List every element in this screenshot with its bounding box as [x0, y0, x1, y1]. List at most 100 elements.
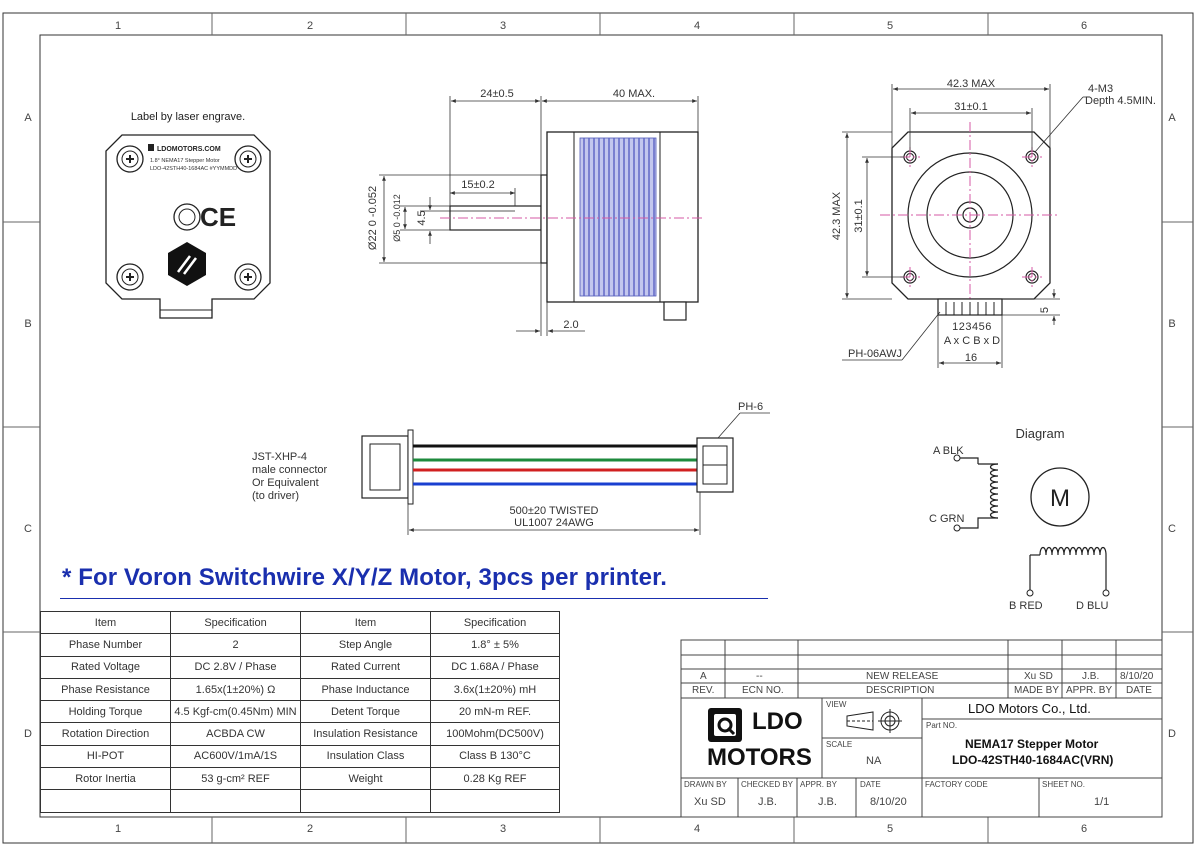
- screw-icon: [234, 145, 262, 173]
- spec-header-spec-2: Specification: [430, 610, 560, 635]
- table-row: Rated Voltage DC 2.8V / Phase Rated Curr…: [40, 655, 560, 679]
- appr-by-header: APPR. BY: [1066, 685, 1113, 696]
- dim-shaft-dia: Ø5 0 -0.012: [392, 194, 402, 242]
- table-cell: AC600V/1mA/1S: [170, 744, 301, 769]
- table-cell: Class B 130°C: [430, 744, 560, 769]
- table-row: HI-POT AC600V/1mA/1S Insulation Class Cl…: [40, 744, 560, 769]
- table-cell: [430, 789, 560, 813]
- table-cell: Phase Resistance: [40, 677, 171, 702]
- wire-label-d: D BLU: [1076, 600, 1108, 612]
- side-connector: [663, 301, 687, 321]
- cable-assembly: PH-6 JST-XHP-4 male connector Or Equival…: [252, 401, 770, 535]
- table-cell: Phase Inductance: [300, 677, 431, 702]
- ecn-header: ECN NO.: [742, 685, 784, 696]
- table-cell: 1.8° ± 5%: [430, 633, 560, 657]
- zone-col-6: 6: [1081, 20, 1087, 32]
- zone-labels: 1 2 3 4 5 6 1 2 3 4 5 6 A B C D A B C D: [24, 20, 1176, 835]
- table-cell: Rotation Direction: [40, 722, 171, 746]
- dim-connector-offset: 5: [1039, 307, 1051, 313]
- checked-by: J.B.: [758, 796, 777, 808]
- motor-front-view: 42.3 MAX 31±0.1 42.3 MAX 31±0.1 4-M3 Dep…: [831, 78, 1156, 368]
- zone-row-b-right: B: [1168, 318, 1175, 330]
- table-cell: Phase Number: [40, 633, 171, 657]
- made-by-header: MADE BY: [1014, 685, 1060, 696]
- zone-row-d-right: D: [1168, 728, 1176, 740]
- table-cell: 53 g-cm² REF: [170, 767, 301, 791]
- date-value: 8/10/20: [1120, 671, 1154, 682]
- spec-header-spec: Specification: [170, 610, 301, 635]
- appr-by-label: APPR. BY: [800, 780, 837, 789]
- sheet-number: 1/1: [1094, 796, 1110, 808]
- stator-lamination: [579, 137, 657, 297]
- spec-header-item-2: Item: [300, 610, 431, 635]
- dim-hole-spacing-h: 31±0.1: [954, 101, 988, 113]
- table-cell: [170, 789, 301, 813]
- table-cell: 100Mohm(DC500V): [430, 722, 560, 746]
- table-row: Rotor Inertia 53 g-cm² REF Weight 0.28 K…: [40, 767, 560, 791]
- zone-row-a: A: [24, 112, 32, 124]
- connector-note-2: male connector: [252, 464, 328, 476]
- diagram-title: Diagram: [1015, 426, 1064, 441]
- screw-icon: [116, 263, 144, 291]
- table-cell: Holding Torque: [40, 700, 171, 724]
- zone-col-6-bottom: 6: [1081, 823, 1087, 835]
- screw-icon: [116, 145, 144, 173]
- table-cell: DC 2.8V / Phase: [170, 655, 301, 679]
- zone-col-5: 5: [887, 20, 893, 32]
- table-cell: ACBDA CW: [170, 722, 301, 746]
- drawing-date: 8/10/20: [870, 796, 907, 808]
- wire-label-c: C GRN: [929, 513, 965, 525]
- zone-row-c: C: [24, 523, 32, 535]
- dim-flat-depth: 4.5: [416, 210, 428, 225]
- motor-symbol: M: [1050, 485, 1070, 512]
- table-cell: 4.5 Kgf-cm(0.45Nm) MIN: [170, 700, 301, 724]
- laser-line-1: 1.8° NEMA17 Stepper Motor: [150, 158, 220, 164]
- scale-label: SCALE: [826, 740, 853, 749]
- zone-col-2: 2: [307, 20, 313, 32]
- dim-boss-height: 2.0: [563, 319, 578, 331]
- pin-letters: A x C B x D: [944, 335, 1000, 347]
- scale-value: NA: [866, 755, 882, 767]
- sheet-label: SHEET NO.: [1042, 780, 1085, 789]
- zone-col-4-bottom: 4: [694, 823, 700, 835]
- zone-row-b: B: [24, 318, 31, 330]
- zone-row-d: D: [24, 728, 32, 740]
- appr-by: J.B.: [818, 796, 837, 808]
- spec-header-row: Item Specification Item Specification: [40, 610, 560, 635]
- pin-numbers: 123456: [952, 321, 992, 333]
- dim-connector-width: 16: [965, 352, 977, 364]
- zone-col-1-bottom: 1: [115, 823, 121, 835]
- part-number: LDO-42STH40-1684AC(VRN): [952, 753, 1114, 767]
- spec-header-item: Item: [40, 610, 171, 635]
- table-cell: HI-POT: [40, 744, 171, 769]
- zone-row-a-right: A: [1168, 112, 1176, 124]
- description-value: NEW RELEASE: [866, 671, 939, 682]
- made-by-value: Xu SD: [1024, 671, 1053, 682]
- rev-header: REV.: [692, 685, 715, 696]
- ecn-value: --: [756, 671, 763, 682]
- outer-border: [2, 12, 1194, 844]
- wire-label-b: B RED: [1009, 600, 1043, 612]
- thread-note-1: 4-M3: [1088, 83, 1113, 95]
- zone-col-3-bottom: 3: [500, 823, 506, 835]
- table-cell: 1.65x(1±20%) Ω: [170, 677, 301, 702]
- table-cell: 0.28 Kg REF: [430, 767, 560, 791]
- cable-length-label: 500±20 TWISTED: [510, 505, 599, 517]
- title-block-grid: [680, 639, 1163, 818]
- motor-symbol-icon: [1030, 467, 1090, 527]
- coil-a-icon: [957, 457, 999, 529]
- description-header: DESCRIPTION: [866, 685, 935, 696]
- drawn-by: Xu SD: [694, 796, 726, 808]
- view-symbol-icon: [846, 709, 902, 733]
- dim-hole-spacing-v: 31±0.1: [853, 199, 865, 233]
- zone-col-2-bottom: 2: [307, 823, 313, 835]
- connector-note-3: Or Equivalent: [252, 477, 319, 489]
- ldo-brand-logo-icon: [708, 708, 742, 742]
- table-cell: 20 mN-m REF.: [430, 700, 560, 724]
- table-cell: Step Angle: [300, 633, 431, 657]
- table-row: Phase Resistance 1.65x(1±20%) Ω Phase In…: [40, 677, 560, 702]
- table-cell: Insulation Class: [300, 744, 431, 769]
- brand-mark-icon: [148, 144, 154, 151]
- table-cell: [300, 789, 431, 813]
- dim-boss-dia: Ø22 0 -0.052: [367, 186, 379, 250]
